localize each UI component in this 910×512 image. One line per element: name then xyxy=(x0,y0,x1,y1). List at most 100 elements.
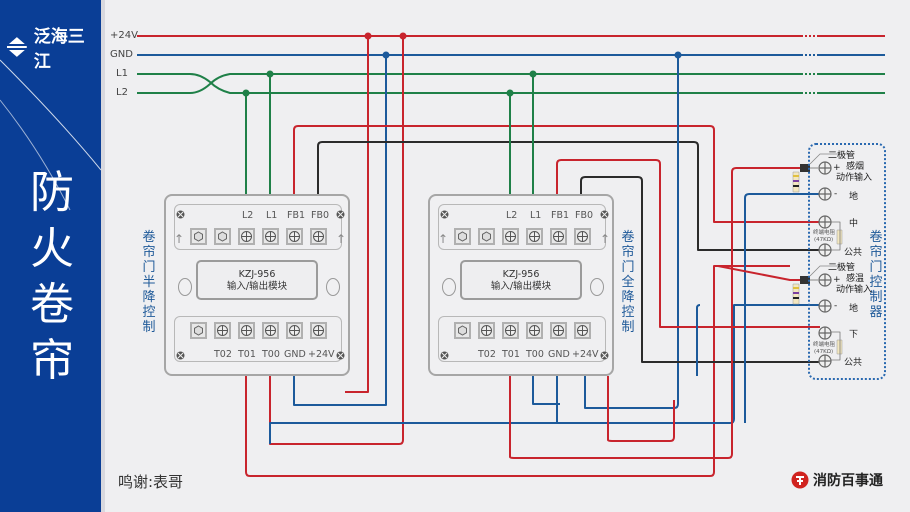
mount-hole xyxy=(442,278,456,296)
terminal-label-t00: T00 xyxy=(262,349,280,360)
down-label: 下 xyxy=(849,330,859,340)
terminal-24v[interactable] xyxy=(310,322,327,339)
mid-label: 中 xyxy=(849,219,859,229)
terminal-label-gnd: GND xyxy=(284,349,306,360)
label-char: 卷 xyxy=(142,230,156,245)
terminal-label-l2: L2 xyxy=(242,210,254,221)
terminal-l2[interactable] xyxy=(502,228,519,245)
label-char: 门 xyxy=(142,260,156,275)
up-arrow-icon: ↑ xyxy=(174,232,185,246)
terminal-l1[interactable] xyxy=(262,228,279,245)
m2-fb1-wire xyxy=(556,159,820,328)
bus-l1-wire xyxy=(137,73,885,94)
resistor-value: (47KΩ) xyxy=(814,237,834,243)
terminal-label-24v: +24V xyxy=(572,349,599,360)
ctrl-ground2-wire xyxy=(696,304,701,376)
mount-hole xyxy=(590,278,604,296)
label-char: 门 xyxy=(869,260,883,275)
ground-label: 地 xyxy=(849,304,859,314)
smoke-input-label: 感烟 xyxy=(846,162,865,172)
brand-logo: 消防百事通 xyxy=(791,470,883,490)
mount-hole xyxy=(178,278,192,296)
label-char: 控 xyxy=(869,275,883,290)
resistor-value: (47KΩ) xyxy=(814,349,834,355)
terminal-24v[interactable] xyxy=(574,322,591,339)
m1-24v-feed xyxy=(345,36,369,393)
terminal-label-l2: L2 xyxy=(506,210,518,221)
terminal-t02[interactable] xyxy=(214,322,231,339)
sidebar-divider xyxy=(101,0,105,512)
bus-label-gnd: GND xyxy=(110,49,133,60)
diode-label: 二极管 xyxy=(828,151,856,161)
sidebar: 泛海三江 防 火 卷 帘 xyxy=(0,0,101,512)
terminal-fb0[interactable] xyxy=(574,228,591,245)
m2-24v-loop xyxy=(607,376,675,442)
io-module-full-down: L2 L1 FB1 FB0 ↑ ↑ KZJ-956 输入/输出模块 T02 T0… xyxy=(428,194,614,376)
label-char: 控 xyxy=(621,305,635,320)
terminal-t02[interactable] xyxy=(478,322,495,339)
terminal-fb0[interactable] xyxy=(310,228,327,245)
screw-icon xyxy=(600,351,609,360)
terminal-gnd[interactable] xyxy=(550,322,567,339)
m1-gnd-feed xyxy=(293,55,387,406)
plus-label: + xyxy=(833,163,841,173)
terminal-blank[interactable] xyxy=(454,228,471,245)
terminal-label-gnd: GND xyxy=(548,349,570,360)
fire-service-logo-icon xyxy=(791,471,809,489)
page-title: 防 火 卷 帘 xyxy=(22,165,82,389)
bus-label-l1: L1 xyxy=(116,68,128,79)
label-char: 帘 xyxy=(621,245,635,260)
label-char: 器 xyxy=(869,305,883,320)
label-char: 控 xyxy=(142,305,156,320)
m2-t02-wire xyxy=(509,167,806,459)
terminal-gnd[interactable] xyxy=(286,322,303,339)
label-char: 卷 xyxy=(869,230,883,245)
shutter-door-controller xyxy=(808,143,886,380)
terminal-blank[interactable] xyxy=(454,322,471,339)
label-char: 帘 xyxy=(869,245,883,260)
screw-icon xyxy=(336,210,345,219)
terminal-label-t02: T02 xyxy=(478,349,496,360)
mount-hole xyxy=(326,278,340,296)
label-char: 卷 xyxy=(621,230,635,245)
m2-fb0-wire xyxy=(580,176,820,363)
terminal-l2[interactable] xyxy=(238,228,255,245)
m1-24v-branch xyxy=(269,36,404,445)
terminal-t01[interactable] xyxy=(502,322,519,339)
terminal-fb1[interactable] xyxy=(550,228,567,245)
logo-diamond-icon xyxy=(6,37,27,57)
common-label: 公共 xyxy=(844,358,863,368)
label-char: 降 xyxy=(621,290,635,305)
action-input-label: 动作输入 xyxy=(836,173,873,183)
terminal-t00[interactable] xyxy=(526,322,543,339)
up-arrow-icon: ↑ xyxy=(600,232,611,246)
screw-icon xyxy=(440,210,449,219)
label-char: 制 xyxy=(142,320,156,335)
action-input-label: 动作输入 xyxy=(836,285,873,295)
terminal-t01[interactable] xyxy=(238,322,255,339)
label-char: 制 xyxy=(869,290,883,305)
heat-input-label: 感温 xyxy=(846,274,865,284)
module-label-panel: KZJ-956 输入/输出模块 xyxy=(196,260,318,300)
terminal-t00[interactable] xyxy=(262,322,279,339)
resistor-label: 终端电阻 xyxy=(813,230,836,236)
label-char: 半 xyxy=(142,275,156,290)
terminal-blank[interactable] xyxy=(190,228,207,245)
terminal-blank[interactable] xyxy=(190,322,207,339)
label-char: 制 xyxy=(621,320,635,335)
junction-dots xyxy=(242,32,682,97)
plus-label: + xyxy=(833,275,841,285)
terminal-label-l1: L1 xyxy=(530,210,542,221)
terminal-blank[interactable] xyxy=(214,228,231,245)
terminal-l1[interactable] xyxy=(526,228,543,245)
credit-text: 鸣谢:表哥 xyxy=(118,473,184,491)
module-description: 输入/输出模块 xyxy=(490,281,552,292)
terminal-blank[interactable] xyxy=(478,228,495,245)
terminal-fb1[interactable] xyxy=(286,228,303,245)
screw-icon xyxy=(176,351,185,360)
ground-label: 地 xyxy=(849,192,859,202)
minus-label: - xyxy=(834,189,838,199)
bus-label-l2: L2 xyxy=(116,87,128,98)
label-char: 门 xyxy=(621,260,635,275)
